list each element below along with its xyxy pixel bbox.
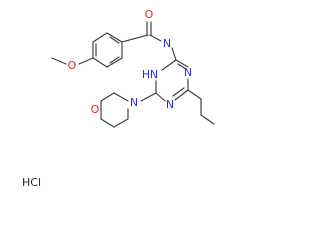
triazine-nitrogen-right-label: N	[184, 66, 192, 79]
morpholine-ring	[100, 92, 157, 128]
benzene-ring	[92, 32, 123, 68]
amide-nitrogen-label: N	[163, 37, 171, 50]
amide-group	[121, 21, 162, 43]
triazine-ring	[155, 47, 189, 102]
chemical-structure: O O N N N H N	[22, 8, 215, 189]
morpholine-nitrogen-label: N	[130, 96, 138, 109]
carbonyl-oxygen-label: O	[145, 8, 154, 21]
propyl-chain	[187, 89, 215, 125]
triazine-nitrogen-h-label: N	[150, 68, 158, 81]
hydrochloride-label: HCl	[22, 176, 41, 189]
methoxy-group	[51, 57, 94, 65]
triazine-nitrogen-top-label: N	[166, 98, 174, 111]
triazine-hydrogen-label: H	[142, 68, 150, 81]
morpholine-oxygen-label: O	[91, 103, 100, 116]
methoxy-oxygen-label: O	[68, 59, 77, 72]
